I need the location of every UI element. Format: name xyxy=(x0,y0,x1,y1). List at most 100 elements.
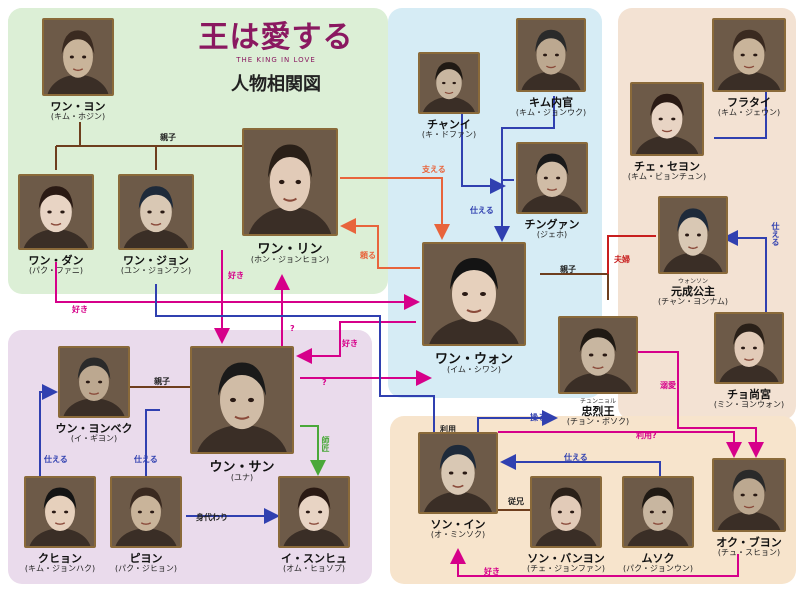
actor-name: (イム・シワン) xyxy=(446,365,502,374)
line-serve-piyeon xyxy=(145,409,160,476)
character-name: ウン・サン xyxy=(209,460,275,475)
character-name: ソン・バンヨン xyxy=(527,552,605,565)
portrait-photo xyxy=(18,174,94,250)
character-name: キム内官 xyxy=(529,96,573,109)
label-oyako: 親子 xyxy=(560,265,576,274)
line-sasaeru xyxy=(340,177,450,240)
portrait-photo xyxy=(110,476,182,548)
character-card-mu-seok: ムソク(パク・ジョンウン) xyxy=(622,476,694,573)
character-card-wang-dan: ワン・ダン(パク・ファニ) xyxy=(18,174,94,275)
portrait-photo xyxy=(558,316,638,394)
name-ruby: チュンニョル xyxy=(579,398,616,405)
actor-name: (チェ・ジョンファン) xyxy=(526,564,605,573)
line-serve-choi xyxy=(714,88,767,139)
actor-name: (キム・ジョンハク) xyxy=(24,564,96,573)
line-serve-kim xyxy=(494,96,555,242)
character-name: チョ尚宮 xyxy=(727,388,771,401)
character-card-choi-sejeon: チェ・セヨン(キム・ビョンチュン) xyxy=(628,82,706,181)
actor-name: (ユナ) xyxy=(230,473,254,482)
character-card-song-bangyeong: ソン・バンヨン(チェ・ジョンファン) xyxy=(527,476,605,573)
portrait-photo xyxy=(516,142,588,214)
actor-name: (チャン・ヨンナム) xyxy=(658,297,728,306)
line-suki-dan xyxy=(55,262,420,310)
character-card-kim-naegwan: キム内官(キム・ジョンウク) xyxy=(516,18,586,117)
chart-heading: 人物相関図 xyxy=(231,74,321,95)
portrait-photo xyxy=(712,458,786,532)
actor-name: (チュ・スヒョン) xyxy=(717,548,781,557)
name-ruby: ウォンソン xyxy=(677,278,708,285)
character-name: クヒョン xyxy=(38,552,82,565)
character-card-furatai: フラタイ(キム・ジェウン) xyxy=(712,18,786,117)
label-question: ? xyxy=(290,324,295,333)
line-suki-ok xyxy=(450,548,739,577)
line-serve-guhyeon xyxy=(39,384,58,476)
line-tayoru xyxy=(340,218,420,269)
label-sasaeru: 支える xyxy=(422,165,446,174)
character-card-chungryeol: チュンニョル忠烈王(チョン・ボソク) xyxy=(558,316,638,426)
actor-name: (イ・ギヨン) xyxy=(70,434,118,443)
character-card-song-in: ソン・イン(オ・ミンソク) xyxy=(418,432,498,539)
title-block: 王は愛する THE KING IN LOVE 人物相関図 xyxy=(196,12,356,96)
label-dekiai: 溺愛 xyxy=(660,381,676,390)
label-oyako: 親子 xyxy=(154,377,170,386)
label-question: ? xyxy=(322,378,327,387)
portrait-photo xyxy=(42,18,114,96)
character-card-eun-yeongbaek: ウン・ヨンベク(イ・ギヨン) xyxy=(56,346,133,443)
label-tsukaeru: 仕える xyxy=(470,206,494,215)
actor-name: (ホン・ジョンヒョン) xyxy=(250,255,330,264)
line-oyako-wang xyxy=(55,122,297,170)
portrait-photo xyxy=(418,432,498,514)
label-migawari: 身代わり xyxy=(196,513,228,522)
line-shisho xyxy=(300,425,326,476)
character-card-gu-hyeon: クヒョン(キム・ジョンハク) xyxy=(24,476,96,573)
character-name: 元成公主 xyxy=(671,285,715,298)
line-rin-misc xyxy=(155,284,435,432)
actor-name: (キム・ビョンチュン) xyxy=(627,172,707,181)
character-card-pi-yeon: ピヨン(パク・ジヒョン) xyxy=(110,476,182,573)
character-name: ワン・ヨン xyxy=(50,100,106,113)
line-oyako-won xyxy=(540,273,609,300)
portrait-photo xyxy=(418,52,480,114)
label-oyako: 親子 xyxy=(160,133,176,142)
label-tsukaeru: 仕える xyxy=(134,455,158,464)
character-card-lee-seunghyu: イ・スンヒュ(オム・ヒョソプ) xyxy=(278,476,350,573)
character-name: チェ・セヨン xyxy=(634,160,700,173)
character-card-wonseong: ウォンソン元成公主(チャン・ヨンナム) xyxy=(658,196,728,306)
label-ayatsuru: 操る xyxy=(530,413,546,422)
character-name: ワン・リン xyxy=(257,242,323,257)
label-suki: 好き xyxy=(484,567,500,576)
portrait-photo xyxy=(118,174,194,250)
actor-name: (オム・ヒョソプ) xyxy=(282,564,345,573)
line-serve-jo xyxy=(722,230,767,312)
label-juukei: 従兄 xyxy=(508,497,524,506)
character-name: オク・ブヨン xyxy=(716,536,782,549)
label-tsukaeru: 仕える xyxy=(771,222,780,246)
actor-name: (チョン・ボソク) xyxy=(566,417,630,426)
character-name: ワン・ダン xyxy=(28,254,84,267)
line-riyou xyxy=(498,431,742,458)
label-shisho: 師匠 xyxy=(321,436,330,452)
portrait-photo xyxy=(516,18,586,92)
portrait-photo xyxy=(622,476,694,548)
character-name: ウン・ヨンベク xyxy=(55,422,133,435)
character-card-wang-jeon: ワン・ジョン(ユン・ジョンフン) xyxy=(118,174,194,275)
portrait-photo xyxy=(630,82,704,156)
character-card-eun-san: ウン・サン(ユナ) xyxy=(190,346,294,482)
character-card-wang-rin: ワン・リン(ホン・ジョンヒョン) xyxy=(242,128,338,264)
label-suki: 好き xyxy=(342,339,358,348)
character-card-chang-i: チャンイ(キ・ドファン) xyxy=(418,52,480,139)
label-suki: 好き xyxy=(72,305,88,314)
line-fusai xyxy=(607,235,656,274)
logo-text: 王は愛する xyxy=(198,20,354,55)
character-card-wang-yeon: ワン・ヨン(キム・ホジン) xyxy=(42,18,114,121)
label-riyou: 利用? xyxy=(636,431,657,440)
portrait-photo xyxy=(242,128,338,236)
portrait-photo xyxy=(712,18,786,92)
actor-name: (パク・ファニ) xyxy=(28,266,84,275)
portrait-photo xyxy=(422,242,526,346)
actor-name: (パク・ジヒョン) xyxy=(114,564,178,573)
portrait-photo xyxy=(190,346,294,454)
character-card-wang-won: ワン・ウォン(イム・シワン) xyxy=(422,242,526,374)
actor-name: (キ・ドファン) xyxy=(421,130,477,139)
